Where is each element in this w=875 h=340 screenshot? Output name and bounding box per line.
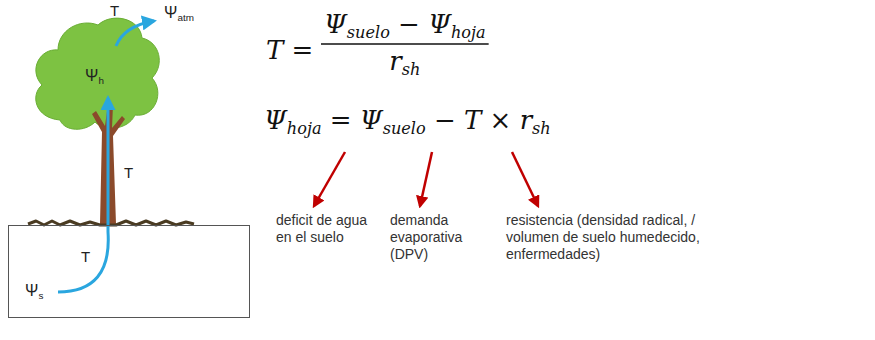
factor-note: demanda evaporativa (DPV): [390, 212, 486, 262]
factor-note: resistencia (densidad radical, / volumen…: [506, 212, 721, 262]
equation: Ψhoja = Ψsuelo − T × rsh: [264, 106, 551, 136]
leaf-potential: Ψh: [85, 67, 104, 85]
flow-label: T: [124, 164, 133, 181]
soil-box: T Ψs: [8, 225, 250, 318]
atmosphere-potential: Ψatm: [164, 4, 194, 22]
fraction-bar: [321, 43, 489, 45]
flow-label: T: [81, 248, 90, 265]
pointer-arrow: [420, 152, 432, 206]
soil-potential: Ψs: [25, 282, 43, 300]
pointer-arrow: [512, 152, 538, 206]
water-flow-line: [58, 98, 108, 292]
flow-label: T: [110, 2, 119, 19]
equation-term: T =: [266, 36, 313, 66]
tree-canopy: [36, 18, 160, 129]
transpiration-arrow: [116, 21, 154, 46]
factor-note: deficit de agua en el suelo: [276, 212, 372, 246]
equation-denominator: rsh: [389, 47, 420, 77]
pointer-arrow: [314, 152, 345, 206]
equation-numerator: Ψsuelo − Ψhoja: [324, 10, 486, 40]
